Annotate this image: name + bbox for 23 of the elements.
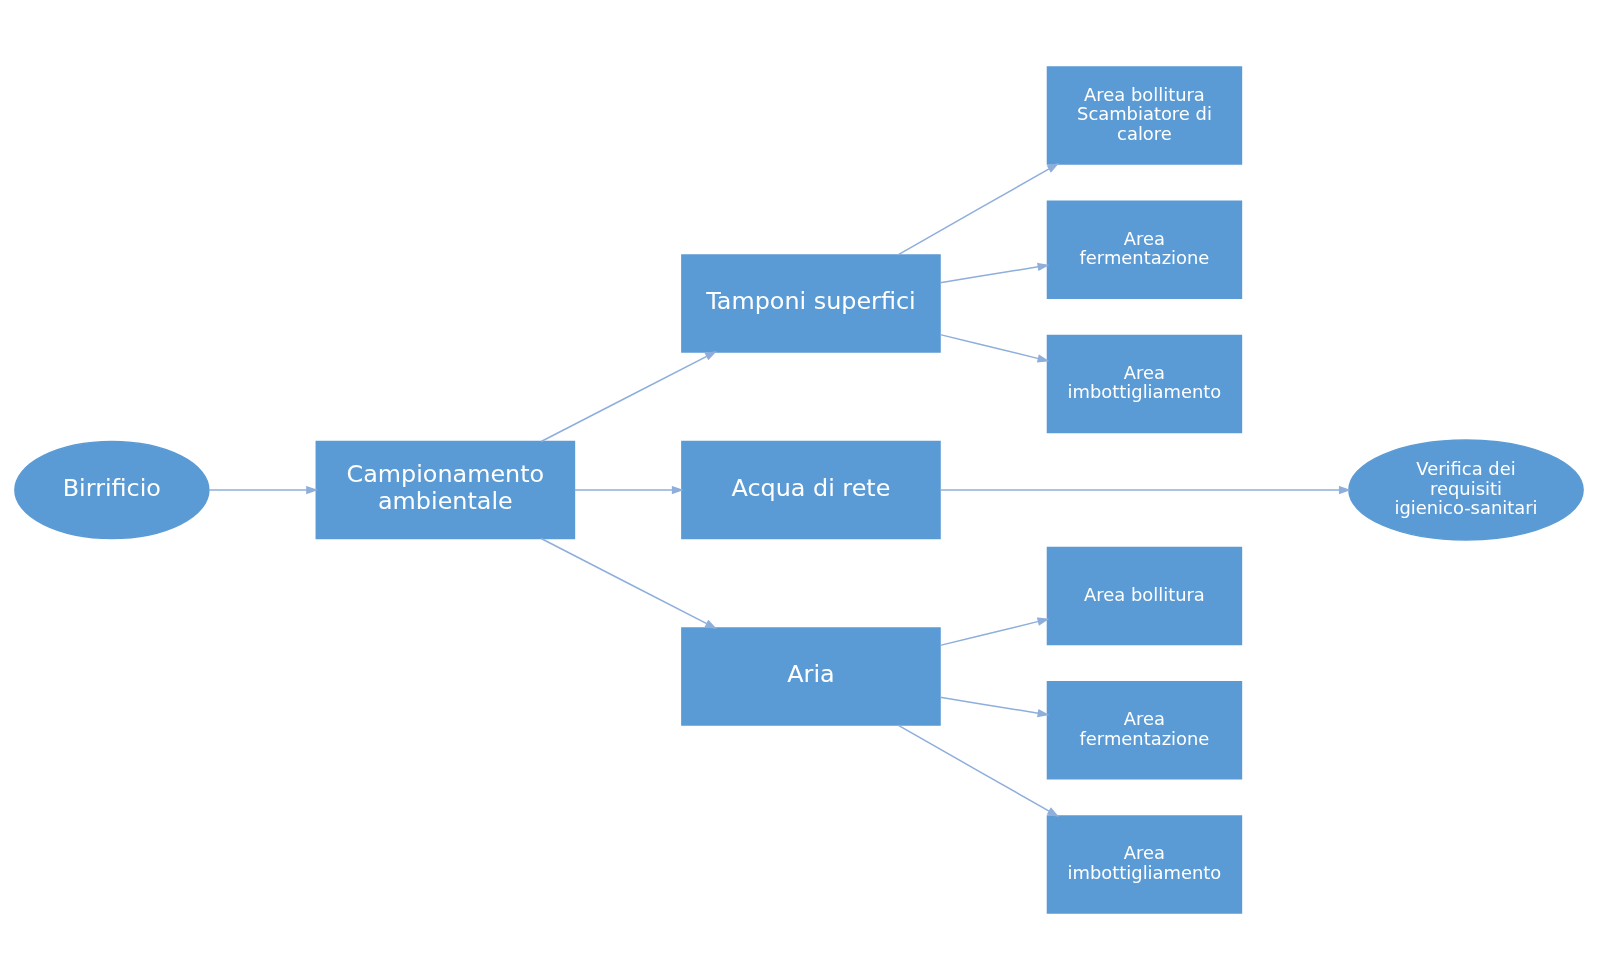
arrow: [939, 617, 1050, 646]
node-ellipse: Birrificio: [14, 440, 210, 539]
node-box: Area bollitura Scambiatore di calore: [1046, 65, 1243, 165]
arrow: [939, 485, 1351, 494]
arrow: [573, 485, 684, 494]
node-box: Acqua di rete: [681, 440, 941, 539]
arrow: [897, 723, 1060, 817]
node-ellipse: Verifica dei requisiti igienico-sanitari: [1348, 438, 1584, 541]
node-box: Area bollitura: [1046, 546, 1243, 645]
node-box: Campionamento ambientale: [315, 440, 576, 539]
arrow: [897, 162, 1060, 256]
node-box: Tamponi superfici: [681, 253, 941, 353]
arrow: [939, 333, 1050, 362]
node-box: Aria: [681, 626, 941, 726]
node-box: Area fermentazione: [1046, 200, 1243, 299]
arrow: [540, 537, 717, 629]
arrow: [939, 696, 1050, 717]
arrow: [208, 485, 319, 494]
node-box: Area fermentazione: [1046, 680, 1243, 779]
node-box: Area imbottigliamento: [1046, 334, 1243, 433]
arrow: [939, 262, 1050, 283]
node-box: Area imbottigliamento: [1046, 814, 1243, 914]
arrow: [540, 350, 717, 442]
